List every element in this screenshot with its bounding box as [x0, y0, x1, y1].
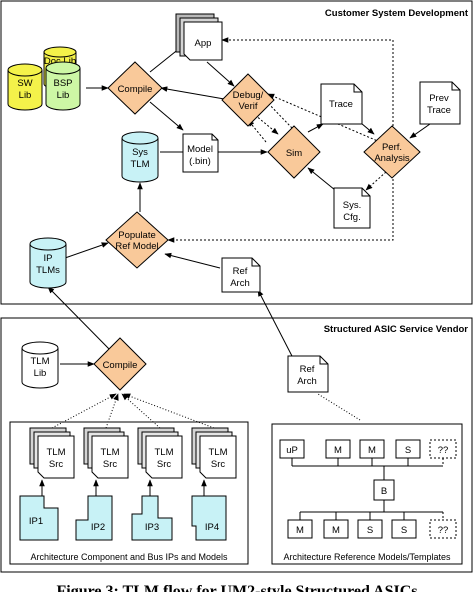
arch-row1-m2: M: [368, 445, 376, 456]
ref-arch-top-doc: Ref Arch: [221, 257, 261, 293]
figure-caption: Figure 3: TLM flow for UM2-style Structu…: [56, 583, 417, 592]
arch-row1-up: uP: [286, 445, 298, 456]
arch-row-1: uP M M S ??: [279, 439, 457, 459]
bsp-lib-cylinder: BSP Lib: [45, 61, 81, 111]
prev-trace-label-1: Prev: [429, 93, 449, 104]
trace-doc: Trace: [320, 83, 363, 125]
compile-bottom-label: Compile: [103, 360, 138, 371]
ip4-shape: IP4: [191, 495, 227, 541]
compile-top-label: Compile: [118, 84, 153, 95]
arch-row3-m2: M: [332, 525, 340, 536]
ref-arch-bottom-label-1: Ref: [300, 364, 315, 375]
bsp-lib-label-2: Lib: [57, 90, 70, 101]
populate-label-1: Populate: [118, 230, 156, 241]
app-doc-stack: App: [175, 13, 223, 61]
ref-arch-bottom-doc: Ref Arch: [287, 355, 329, 393]
arch-row1-s: S: [405, 445, 411, 456]
sw-lib-cylinder: SW Lib: [7, 63, 43, 111]
ip-tlms-label-1: IP: [44, 253, 53, 264]
sys-cfg-label-2: Cfg.: [343, 212, 360, 223]
ref-models-box: [271, 423, 463, 565]
bsp-lib-label-1: BSP: [53, 78, 72, 89]
sys-cfg-doc: Sys. Cfg.: [333, 187, 371, 229]
src-to-compile-lines: [51, 393, 215, 429]
ref-arch-top-label-2: Arch: [230, 278, 250, 289]
doc-lib-label: Doc Lib: [44, 56, 76, 67]
tlm-src-stack-4: TLM Src: [191, 427, 237, 479]
sim-diamond: Sim: [267, 125, 321, 179]
tlm-src-2-label-2: Src: [103, 459, 118, 470]
tlm-src-stack-2: TLM Src: [83, 427, 129, 479]
customer-section: [0, 0, 473, 305]
ip4-label: IP4: [205, 522, 219, 533]
tlm-src-3-label-2: Src: [157, 459, 172, 470]
ip-box-caption: Architecture Component and Bus IPs and M…: [30, 552, 228, 562]
tlm-src-1-label-2: Src: [49, 459, 64, 470]
arch-row1-unknown: ??: [438, 445, 449, 456]
vendor-section-title: Structured ASIC Service Vendor: [324, 324, 469, 335]
tlm-src-stack-1: TLM Src: [29, 427, 75, 479]
vendor-section: [0, 317, 473, 573]
prev-trace-doc: Prev Trace: [419, 81, 461, 125]
arch-row1-m1: M: [334, 445, 342, 456]
tlm-src-3-label-1: TLM: [155, 447, 174, 458]
compile-bottom-diamond: Compile: [93, 337, 147, 391]
ref-box-caption: Architecture Reference Models/Templates: [283, 552, 451, 562]
sw-lib-label-1: SW: [17, 78, 32, 89]
arch-row3-unknown: ??: [438, 525, 449, 536]
model-bin-doc: Model (.bin): [182, 133, 219, 173]
ip2-label: IP2: [91, 522, 105, 533]
tlm-src-2-label-1: TLM: [101, 447, 120, 458]
sim-label: Sim: [286, 148, 302, 159]
arch-row3-s2: S: [401, 525, 407, 536]
arch-bus-block: [373, 479, 395, 501]
arch-row3-m1: M: [296, 525, 304, 536]
tlm-lib-label-2: Lib: [34, 368, 47, 379]
app-label: App: [195, 38, 212, 49]
arch-bus-lines: [291, 458, 444, 520]
ip-component-box: [9, 421, 249, 565]
ip-tlms-label-2: TLMs: [36, 265, 60, 276]
arch-row3-s1: S: [367, 525, 373, 536]
perf-analysis-label-1: Perf.: [382, 142, 402, 153]
customer-section-title: Customer System Development: [325, 8, 469, 19]
compile-top-diamond: Compile: [107, 61, 163, 115]
debug-verif-label-1: Debug/: [233, 90, 264, 101]
ip3-shape: IP3: [131, 495, 173, 541]
prev-trace-label-2: Trace: [427, 105, 451, 116]
sys-tlm-label-1: Sys: [132, 147, 148, 158]
ip1-shape: IP1: [19, 495, 59, 541]
tlm-src-4-label-1: TLM: [209, 447, 228, 458]
tlm-src-4-label-2: Src: [211, 459, 226, 470]
arch-bus-label: B: [381, 486, 387, 497]
tlm-src-stack-3: TLM Src: [137, 427, 183, 479]
tlm-lib-label-1: TLM: [31, 356, 50, 367]
ref-arch-bottom-label-2: Arch: [297, 376, 317, 387]
ip3-label: IP3: [145, 522, 159, 533]
sys-cfg-label-1: Sys.: [343, 200, 361, 211]
debug-verif-label-2: Verif: [238, 101, 257, 112]
ip2-shape: IP2: [75, 495, 113, 541]
ip-to-src-arrows: [39, 479, 207, 496]
populate-ref-model-diamond: Populate Ref Model: [105, 211, 169, 269]
ip-tlms-cylinder: IP TLMs: [29, 237, 67, 289]
ref-box-to-ref-arch: [317, 393, 361, 421]
model-bin-label-1: Model: [187, 144, 213, 155]
tlm-src-1-label-1: TLM: [47, 447, 66, 458]
ref-arch-top-label-1: Ref: [233, 266, 248, 277]
sw-lib-label-2: Lib: [19, 90, 32, 101]
perf-analysis-label-2: Analysis: [374, 153, 410, 164]
arch-row-3: M M S S ??: [287, 519, 457, 539]
model-bin-label-2: (.bin): [189, 156, 211, 167]
tlm-lib-cylinder: TLM Lib: [21, 341, 59, 389]
ip1-label: IP1: [29, 516, 43, 527]
sys-tlm-cylinder: Sys TLM: [121, 131, 159, 183]
sys-tlm-label-2: TLM: [131, 159, 150, 170]
trace-label: Trace: [329, 99, 353, 110]
perf-analysis-diamond: Perf. Analysis: [363, 125, 421, 179]
debug-verif-diamond: Debug/ Verif: [221, 73, 275, 127]
populate-label-2: Ref Model: [115, 241, 158, 252]
